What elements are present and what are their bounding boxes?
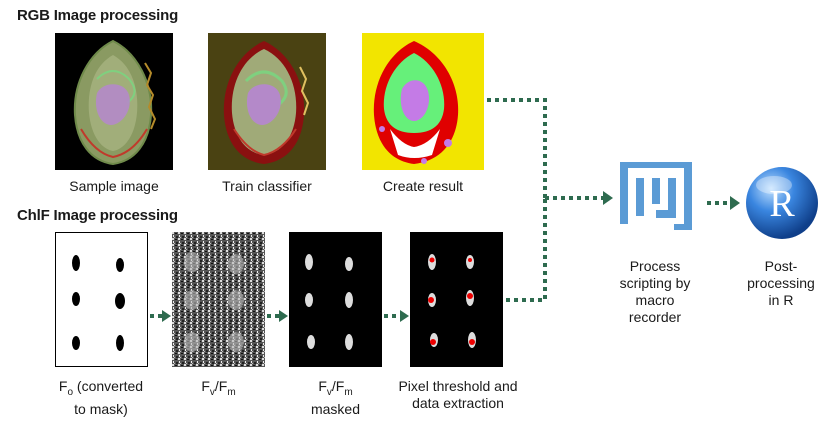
fv-fm-caption: Fv/Fm [201, 378, 236, 398]
create-result-image [362, 33, 484, 170]
fv-fm-image [172, 232, 265, 367]
arrow-head-fvfm [162, 310, 171, 322]
chlf-section-title: ChlF Image processing [17, 207, 178, 224]
sample-image-caption: Sample image [69, 178, 159, 194]
rgb-section-title: RGB Image processing [17, 7, 179, 24]
arrow-head-fiji [603, 191, 613, 205]
arrow-head-r [730, 196, 740, 210]
pixel-threshold-image [410, 232, 503, 367]
r-letter: R [769, 183, 795, 225]
sample-image [55, 33, 173, 170]
fv-fm-masked-image [289, 232, 382, 367]
chlf-connector-line [506, 198, 547, 302]
r-caption: Post- processing in R [747, 258, 815, 308]
fiji-caption: Process scripting by macro recorder [619, 258, 691, 325]
fv-fm-masked-caption: Fv/Fm masked [310, 378, 361, 417]
pixel-threshold-caption: Pixel threshold and data extraction [398, 378, 518, 411]
arrow-head-threshold [400, 310, 409, 322]
fo-mask-image [55, 232, 148, 367]
create-result-caption: Create result [382, 178, 464, 194]
rgb-connector-line [487, 98, 547, 198]
train-classifier-caption: Train classifier [222, 178, 312, 194]
r-logo-icon: R [744, 165, 820, 241]
arrow-head-masked [279, 310, 288, 322]
fo-mask-caption: Fo (converted to mask) [58, 378, 144, 417]
fiji-logo-icon [614, 158, 696, 240]
train-classifier-image [208, 33, 326, 170]
